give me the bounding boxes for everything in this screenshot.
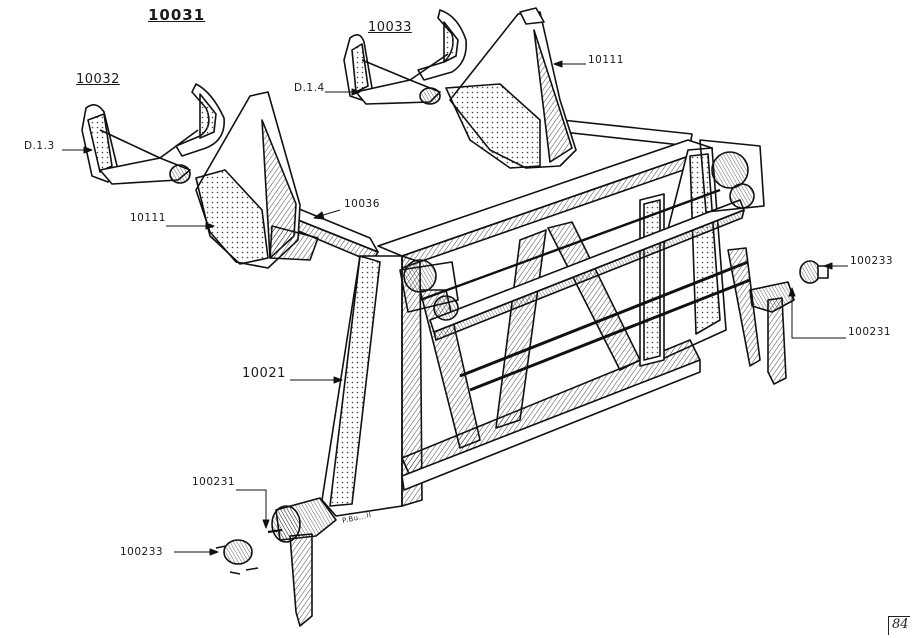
part-label-bearing-left: 100231 — [192, 476, 236, 488]
part-label-cap-left: 100233 — [120, 546, 164, 558]
part-label-cap-right: 100233 — [850, 255, 894, 267]
frame-left-endplate — [321, 255, 423, 517]
cap-left — [215, 539, 259, 575]
part-label-lever-left: D.1.3 — [24, 140, 55, 152]
part-label-lever-right: D.1.4 — [294, 82, 325, 94]
leg-right — [727, 247, 795, 385]
part-label-seat-left: 10032 — [76, 72, 120, 87]
part-label-seat-right: 10033 — [368, 20, 412, 35]
part-label-crossbar: 10036 — [344, 198, 380, 210]
bracket-left — [195, 91, 319, 269]
left-gear-mechanism — [399, 259, 459, 321]
seat-right — [343, 9, 468, 105]
rack-bar — [419, 188, 751, 392]
part-label-bearing-right: 100231 — [848, 326, 892, 338]
right-gear-mechanism — [699, 139, 765, 213]
leader-lines — [62, 60, 848, 556]
cap-right — [799, 260, 829, 284]
seat-left — [81, 83, 225, 185]
part-label-bracket-right: 10111 — [588, 54, 624, 66]
leg-left — [267, 497, 337, 627]
part-label-frame: 10021 — [242, 366, 286, 381]
bracket-right — [445, 7, 577, 169]
part-label-bracket-left: 10111 — [130, 212, 166, 224]
assembly-number: 10031 — [148, 6, 206, 24]
page-number: 84 — [888, 616, 910, 635]
